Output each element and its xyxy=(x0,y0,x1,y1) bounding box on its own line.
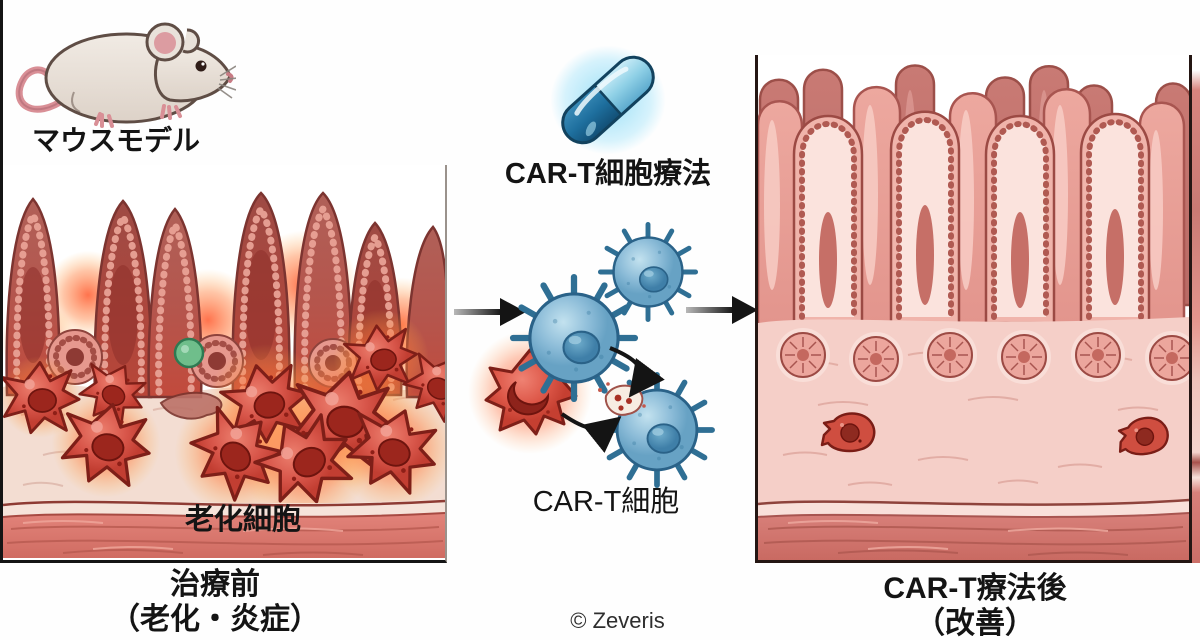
residual-cell-icon xyxy=(1117,416,1169,456)
cart-cell-label: CAR-T細胞 xyxy=(532,486,680,518)
curved-arrow-icon xyxy=(560,412,622,454)
before-treatment-panel xyxy=(0,165,485,563)
after-caption-line1: CAR-T療法後 xyxy=(883,572,1067,605)
mouse-label: マウスモデル xyxy=(31,125,200,156)
curved-arrow-icon xyxy=(609,346,665,398)
cart-cells-illustration xyxy=(468,220,758,488)
after-caption-line2: （改善） xyxy=(915,606,1035,640)
cart-cell-icon xyxy=(600,224,695,319)
credit-text: © Zeveris xyxy=(570,608,665,633)
arrow-right-icon xyxy=(454,298,526,326)
therapy-label: CAR-T細胞療法 xyxy=(504,158,712,190)
panel-edge-overflow xyxy=(1192,60,1200,563)
crypt-bases xyxy=(776,328,1199,386)
before-caption: 治療前 （老化・炎症） xyxy=(50,568,380,637)
green-cell-icon xyxy=(173,337,205,369)
before-caption-line1: 治療前 xyxy=(170,568,260,601)
senescent-cells-label: 老化細胞 xyxy=(184,504,301,536)
arrow-right-icon xyxy=(686,296,758,324)
after-caption: CAR-T療法後 （改善） xyxy=(810,572,1140,640)
after-treatment-panel xyxy=(755,55,1199,563)
crypt-columns xyxy=(792,110,1151,325)
before-caption-line2: （老化・炎症） xyxy=(110,602,320,636)
capsule-wrap xyxy=(534,30,682,170)
capsule-icon xyxy=(561,55,655,145)
mouse-illustration xyxy=(15,22,236,128)
residual-cell-icon xyxy=(820,412,876,453)
senescent-cells-cluster xyxy=(0,309,485,525)
healthy-villi-illustration xyxy=(756,64,1199,560)
diseased-villi-illustration xyxy=(0,191,485,558)
